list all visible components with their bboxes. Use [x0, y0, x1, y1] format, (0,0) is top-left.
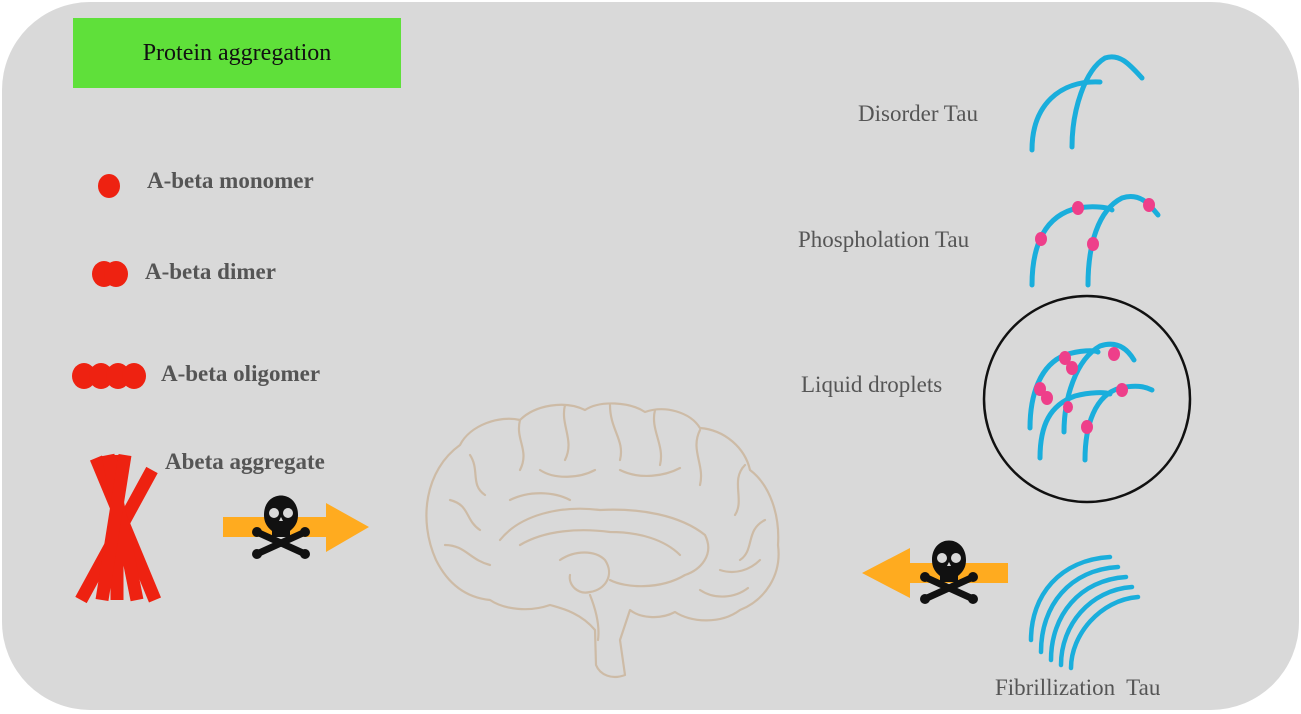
fibril-tau-shape [1028, 554, 1141, 671]
right-arrow [862, 548, 1008, 598]
diagram-title: Protein aggregation [142, 39, 332, 66]
droplets-label: Liquid droplets [801, 372, 943, 397]
fibril-tau-label: Fibrillization Tau [995, 675, 1161, 700]
left-arrow [223, 503, 369, 552]
droplet-tau-shape [1027, 341, 1155, 463]
abeta-monomer-label: A-beta monomer [147, 168, 314, 193]
droplet-circle [982, 294, 1192, 504]
abeta-oligomer-shape [72, 363, 146, 389]
brain-outline-icon [425, 402, 780, 679]
disorder-tau-shape [1029, 54, 1145, 153]
skull-crossbones-icon [252, 495, 310, 559]
phospho-tau-shape [1029, 194, 1161, 288]
abeta-aggregate-shape [75, 453, 162, 604]
skull-crossbones-icon [920, 540, 978, 604]
abeta-dimer-shape [92, 261, 128, 287]
disorder-tau-label: Disorder Tau [858, 101, 978, 126]
abeta-oligomer-label: A-beta oligomer [161, 361, 321, 386]
abeta-monomer-shape [98, 174, 120, 198]
abeta-dimer-label: A-beta dimer [145, 259, 276, 284]
title-box: Protein aggregation [73, 18, 401, 88]
abeta-aggregate-label: Abeta aggregate [165, 449, 325, 474]
phospho-tau-label: Phospholation Tau [798, 227, 970, 252]
